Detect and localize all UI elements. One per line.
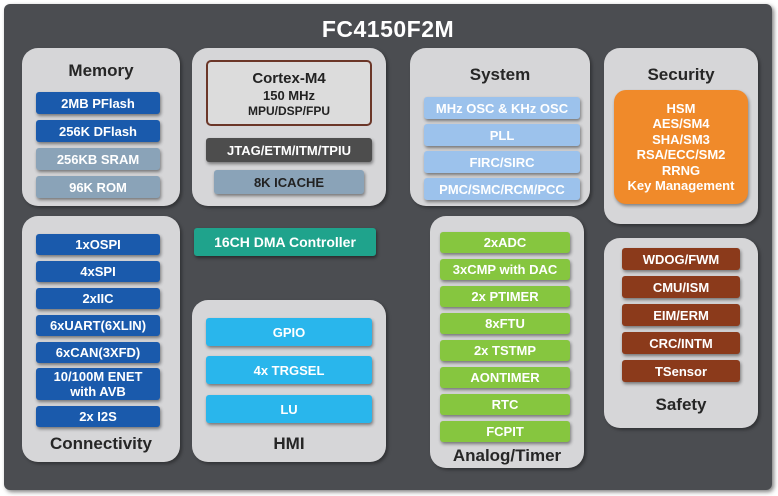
safety-cmu: CMU/ISM xyxy=(622,276,740,298)
analog-fcpit: FCPIT xyxy=(440,421,570,442)
conn-can: 6xCAN(3XFD) xyxy=(36,342,160,363)
dma-controller: 16CH DMA Controller xyxy=(194,228,376,256)
analog-rtc: RTC xyxy=(440,394,570,415)
system-pll: PLL xyxy=(424,124,580,146)
security-line-aes: AES/SM4 xyxy=(652,116,710,131)
hmi-lu: LU xyxy=(206,395,372,423)
core-frequency: 150 MHz xyxy=(262,88,316,103)
analog-tstmp: 2x TSTMP xyxy=(440,340,570,361)
safety-crc: CRC/INTM xyxy=(622,332,740,354)
debug-block: JTAG/ETM/ITM/TPIU xyxy=(206,138,372,162)
analog-ftu: 8xFTU xyxy=(440,313,570,334)
security-title: Security xyxy=(647,65,715,84)
conn-i2s: 2x I2S xyxy=(36,406,160,427)
analog-panel: 2xADC 3xCMP with DAC 2x PTIMER 8xFTU 2x … xyxy=(430,216,584,468)
memory-rom: 96K ROM xyxy=(36,176,160,198)
hmi-panel: GPIO 4x TRGSEL LU HMI xyxy=(192,300,386,462)
memory-sram: 256KB SRAM xyxy=(36,148,160,170)
security-panel: Security HSM AES/SM4 SHA/SM3 RSA/ECC/SM2… xyxy=(604,48,758,224)
analog-cmp: 3xCMP with DAC xyxy=(440,259,570,280)
conn-iic: 2xIIC xyxy=(36,288,160,309)
system-title: System xyxy=(469,65,531,84)
system-panel: System MHz OSC & KHz OSC PLL FIRC/SIRC P… xyxy=(410,48,590,206)
conn-spi: 4xSPI xyxy=(36,261,160,282)
chip-diagram: FC4150F2M Memory 2MB PFlash 256K DFlash … xyxy=(4,4,772,490)
conn-uart: 6xUART(6XLIN) xyxy=(36,315,160,336)
security-line-rrng: RRNG xyxy=(661,162,701,178)
security-line-sha: SHA/SM3 xyxy=(652,131,710,147)
conn-enet: 10/100M ENET with AVB xyxy=(36,368,160,400)
system-osc: MHz OSC & KHz OSC xyxy=(424,97,580,119)
safety-tsensor: TSensor xyxy=(622,360,740,382)
security-line-key: Key Management xyxy=(627,178,735,193)
system-pmc: PMC/SMC/RCM/PCC xyxy=(424,178,580,200)
connectivity-panel: 1xOSPI 4xSPI 2xIIC 6xUART(6XLIN) 6xCAN(3… xyxy=(22,216,180,462)
security-hsm-block: HSM AES/SM4 SHA/SM3 RSA/ECC/SM2 RRNG Key… xyxy=(614,90,748,204)
chip-title: FC4150F2M xyxy=(321,16,455,42)
memory-panel: Memory 2MB PFlash 256K DFlash 256KB SRAM… xyxy=(22,48,180,206)
connectivity-title: Connectivity xyxy=(49,434,153,453)
memory-title: Memory xyxy=(68,61,134,80)
hmi-title: HMI xyxy=(273,434,305,453)
icache-block: 8K ICACHE xyxy=(214,170,364,194)
analog-ptimer: 2x PTIMER xyxy=(440,286,570,307)
safety-wdog: WDOG/FWM xyxy=(622,248,740,270)
memory-dflash: 256K DFlash xyxy=(36,120,160,142)
memory-pflash: 2MB PFlash xyxy=(36,92,160,114)
system-firc: FIRC/SIRC xyxy=(424,151,580,173)
cortex-core-box: Cortex-M4 150 MHz MPU/DSP/FPU xyxy=(206,60,372,126)
core-panel: Cortex-M4 150 MHz MPU/DSP/FPU JTAG/ETM/I… xyxy=(192,48,386,206)
safety-panel: WDOG/FWM CMU/ISM EIM/ERM CRC/INTM TSenso… xyxy=(604,238,758,428)
analog-adc: 2xADC xyxy=(440,232,570,253)
hmi-trgsel: 4x TRGSEL xyxy=(206,356,372,384)
hmi-gpio: GPIO xyxy=(206,318,372,346)
conn-ospi: 1xOSPI xyxy=(36,234,160,255)
security-line-hsm: HSM xyxy=(666,100,696,116)
safety-eim: EIM/ERM xyxy=(622,304,740,326)
security-line-rsa: RSA/ECC/SM2 xyxy=(636,147,726,162)
safety-title: Safety xyxy=(655,395,707,414)
core-name: Cortex-M4 xyxy=(252,70,326,87)
analog-title: Analog/Timer xyxy=(452,446,562,465)
analog-aontimer: AONTIMER xyxy=(440,367,570,388)
core-features: MPU/DSP/FPU xyxy=(247,104,330,118)
